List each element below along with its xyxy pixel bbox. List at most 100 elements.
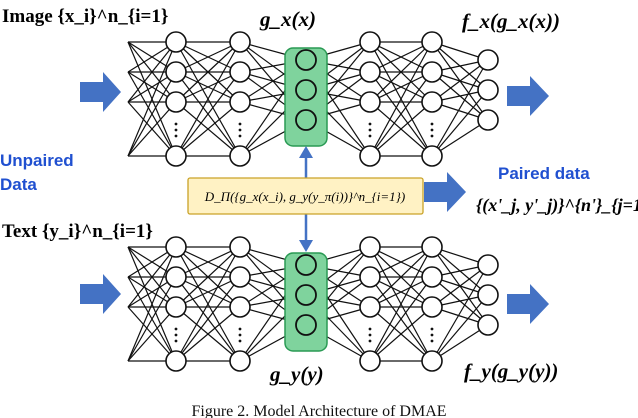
bottom-edge — [431, 294, 489, 362]
bottom-node — [229, 350, 251, 372]
top-node — [229, 91, 251, 113]
image-input-arrow — [80, 72, 121, 112]
top-bottleneck-node — [295, 49, 317, 71]
bottom-node — [421, 236, 443, 258]
bottom-ellipsis-dot — [430, 339, 434, 343]
bottom-node — [359, 350, 381, 372]
text-input-label: Text {y_i}^n_{i=1} — [2, 221, 153, 242]
bottom-ellipsis-dot — [174, 327, 178, 331]
bottom-ellipsis-dot — [430, 333, 434, 337]
top-ellipsis-dot — [238, 134, 242, 138]
top-node — [229, 145, 251, 167]
top-edge — [431, 59, 489, 157]
top-edge — [175, 41, 241, 73]
top-edge — [127, 71, 177, 157]
bottom-edge — [127, 276, 177, 362]
bottom-ellipsis-dot — [368, 339, 372, 343]
bottom-ellipsis-dot — [174, 339, 178, 343]
top-node — [165, 31, 187, 53]
figure-caption: Figure 2. Model Architecture of DMAE — [191, 403, 446, 418]
top-edge — [175, 101, 241, 157]
top-bottleneck-node — [295, 109, 317, 131]
bottom-edge — [175, 246, 241, 362]
top-bottleneck-node — [295, 79, 317, 101]
bottom-bottleneck-node — [295, 254, 317, 276]
top-edge — [369, 41, 433, 157]
paired-data-label: Paired data — [498, 164, 590, 183]
bottom-edge — [369, 306, 433, 362]
text-input-arrow — [80, 274, 121, 314]
top-edge — [369, 71, 433, 103]
top-node — [229, 31, 251, 53]
paired-output-arrow — [424, 172, 466, 212]
paired-data-formula: {(x'_j, y'_j)}^{n'}_{j=1} — [476, 195, 638, 216]
top-node — [165, 145, 187, 167]
distance-formula: D_Π({g_x(x_i), g_y(y_π(i))}^n_{i=1}) — [204, 189, 405, 204]
bottom-edge — [369, 276, 433, 362]
bottom-ellipsis-dot — [368, 333, 372, 337]
bottom-node — [359, 266, 381, 288]
bottom-ellipsis-dot — [238, 333, 242, 337]
top-node — [421, 145, 443, 167]
connector-top-arrowhead — [299, 146, 313, 158]
bottom-ellipsis-dot — [174, 333, 178, 337]
bottom-node — [477, 314, 499, 336]
bottom-edge — [431, 264, 489, 308]
bottom-node — [421, 296, 443, 318]
top-ellipsis-dot — [174, 128, 178, 132]
gy-label: g_y(y) — [269, 362, 324, 386]
top-edge — [175, 71, 241, 103]
bottom-node — [229, 266, 251, 288]
bottom-node — [359, 236, 381, 258]
top-ellipsis-dot — [430, 128, 434, 132]
connector-bottom-arrowhead — [299, 240, 313, 252]
image-output-arrow — [507, 76, 549, 116]
bottom-node — [229, 296, 251, 318]
top-edge — [175, 41, 241, 157]
bottom-edge — [127, 246, 177, 362]
top-edge — [369, 41, 433, 103]
top-node — [421, 31, 443, 53]
top-node — [165, 91, 187, 113]
top-node — [421, 91, 443, 113]
top-edge — [431, 119, 489, 157]
top-edge — [175, 71, 241, 157]
image-input-label: Image {x_i}^n_{i=1} — [2, 6, 168, 27]
unpaired-label-line2: Data — [0, 175, 37, 194]
top-ellipsis-dot — [368, 134, 372, 138]
fy-label: f_y(g_y(y)) — [464, 359, 558, 383]
bottom-node — [229, 236, 251, 258]
fx-label: f_x(g_x(x)) — [462, 9, 560, 33]
bottom-node — [477, 284, 499, 306]
bottom-ellipsis-dot — [430, 327, 434, 331]
top-node — [477, 49, 499, 71]
bottom-edge — [431, 264, 489, 362]
top-ellipsis-dot — [174, 122, 178, 126]
text-output-arrow — [507, 284, 549, 324]
bottom-edge — [175, 246, 241, 308]
bottom-bottleneck-node — [295, 314, 317, 336]
top-ellipsis-dot — [238, 122, 242, 126]
bottom-edge — [175, 276, 241, 308]
top-ellipsis-dot — [430, 122, 434, 126]
top-ellipsis-dot — [174, 134, 178, 138]
top-ellipsis-dot — [238, 128, 242, 132]
top-ellipsis-dot — [368, 128, 372, 132]
top-node — [359, 145, 381, 167]
top-edge — [369, 101, 433, 157]
bottom-node — [165, 350, 187, 372]
top-node — [477, 109, 499, 131]
bottom-ellipsis-dot — [368, 327, 372, 331]
bottom-edge — [369, 246, 433, 278]
bottom-edge — [127, 306, 177, 362]
bottom-edge — [175, 306, 241, 362]
bottom-ellipsis-dot — [238, 327, 242, 331]
top-node — [477, 79, 499, 101]
bottom-node — [359, 296, 381, 318]
bottom-node — [165, 296, 187, 318]
top-edge — [431, 59, 489, 103]
bottom-ellipsis-dot — [238, 339, 242, 343]
top-edge — [431, 89, 489, 157]
bottom-network-nodes — [165, 236, 499, 372]
